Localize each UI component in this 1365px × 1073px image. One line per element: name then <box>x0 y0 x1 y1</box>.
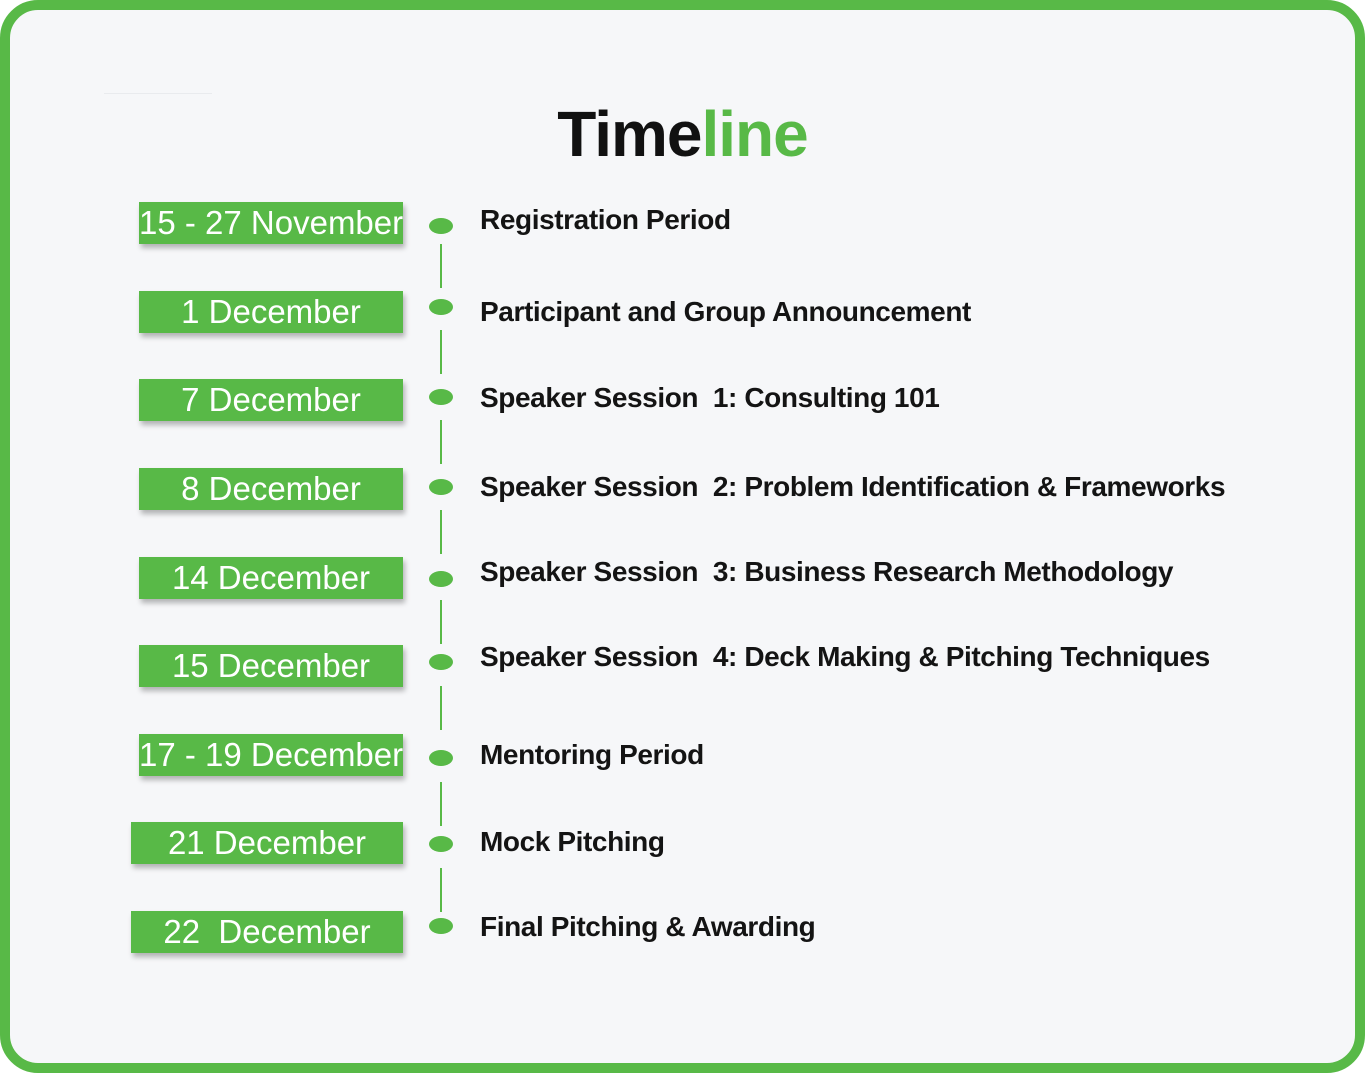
milestone-date: 14 December <box>139 557 403 599</box>
milestone-date: 8 December <box>139 468 403 510</box>
milestone-date: 22 December <box>131 911 403 953</box>
milestone-dot <box>429 299 453 315</box>
milestone-event: Speaker Session 4: Deck Making & Pitchin… <box>480 641 1210 672</box>
milestone-date: 15 - 27 November <box>139 202 403 244</box>
milestone-event: Speaker Session 1: Consulting 101 <box>480 382 940 413</box>
milestone-date: 21 December <box>131 822 403 864</box>
timeline-connector <box>440 420 442 464</box>
milestone-event: Final Pitching & Awarding <box>480 911 816 942</box>
milestone-dot <box>429 389 453 405</box>
timeline-connector <box>440 868 442 912</box>
milestone-date: 7 December <box>139 379 403 421</box>
milestone-dot <box>429 218 453 234</box>
milestone-dot <box>429 479 453 495</box>
milestone-event: Mentoring Period <box>480 739 704 770</box>
milestone-dot <box>429 571 453 587</box>
timeline-connector <box>440 600 442 644</box>
milestone-event: Registration Period <box>480 204 731 235</box>
milestone-dot <box>429 750 453 766</box>
milestone-date: 17 - 19 December <box>139 734 403 776</box>
milestone-date: 15 December <box>139 645 403 687</box>
page-title: Timeline <box>0 98 1365 170</box>
timeline-connector <box>440 782 442 826</box>
divider <box>104 93 212 94</box>
milestone-event: Participant and Group Announcement <box>480 296 971 327</box>
title-accent: line <box>701 98 808 170</box>
milestone-dot <box>429 836 453 852</box>
milestone-date: 1 December <box>139 291 403 333</box>
timeline-connector <box>440 244 442 288</box>
timeline-connector <box>440 330 442 374</box>
milestone-event: Speaker Session 2: Problem Identificatio… <box>480 471 1226 502</box>
milestone-event: Mock Pitching <box>480 826 665 857</box>
timeline-connector <box>440 686 442 730</box>
title-main: Time <box>557 98 702 170</box>
milestone-dot <box>429 654 453 670</box>
milestone-event: Speaker Session 3: Business Research Met… <box>480 556 1174 587</box>
timeline-connector <box>440 510 442 554</box>
milestone-dot <box>429 918 453 934</box>
